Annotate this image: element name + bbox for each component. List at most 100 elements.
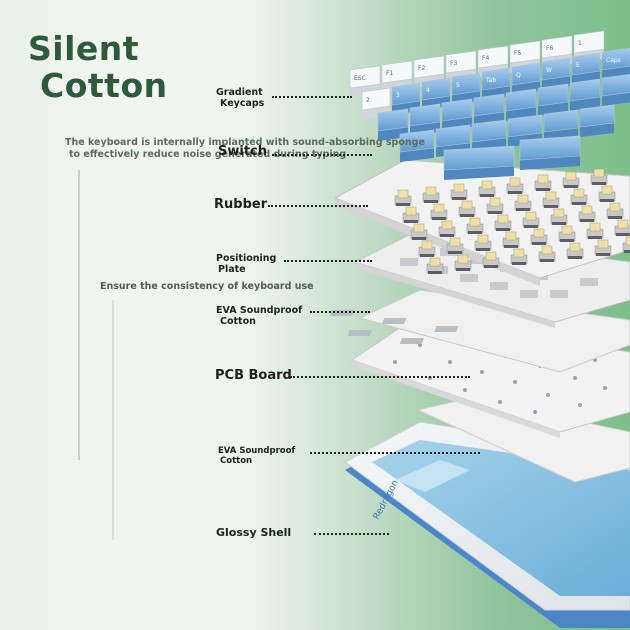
- title-line-1: Silent: [28, 29, 140, 68]
- keycap-legend: Tab: [485, 77, 496, 84]
- keycap: [537, 83, 569, 116]
- leader-eva-upper: [310, 311, 370, 313]
- keycap: [399, 129, 435, 162]
- keycap-legend: E: [576, 62, 580, 69]
- label-pcb-board: PCB Board: [215, 368, 292, 383]
- switch: [506, 177, 524, 194]
- switch: [594, 239, 612, 256]
- label-eva-upper-line-2: Cotton: [220, 316, 256, 327]
- keycap: [519, 135, 581, 170]
- leader-rubber: [268, 205, 368, 207]
- keycap: [443, 145, 515, 180]
- keycap-legend: 1: [578, 40, 582, 47]
- switch: [562, 171, 580, 188]
- switch: [478, 180, 496, 197]
- label-positioning-plate-line-1: Positioning: [216, 253, 277, 264]
- keycap-legend: 3: [396, 92, 400, 99]
- label-gradient-keycaps: Gradient Keycaps: [216, 87, 264, 109]
- switch: [494, 214, 512, 231]
- keycap-legend: F1: [386, 70, 393, 77]
- keycap-legend: F6: [546, 45, 553, 52]
- switch: [454, 254, 472, 271]
- keycap-legend: 2: [366, 97, 370, 104]
- keycap-legend: F5: [514, 50, 521, 57]
- label-eva-upper-line-1: EVA Soundproof: [216, 305, 303, 316]
- keycaps: ESC F1 F2 F3 F4 F5 F6 1 2 3 4 5 Tab Q W E Caps: [349, 30, 630, 180]
- label-eva-cotton-lower: EVA Soundproof Cotton: [218, 446, 295, 466]
- switch: [614, 219, 630, 236]
- switch: [422, 186, 440, 203]
- rubber-switch-layer: [333, 159, 630, 286]
- switch: [438, 220, 456, 237]
- switch: [534, 174, 552, 191]
- switch: [570, 188, 588, 205]
- switch: [586, 222, 604, 239]
- keycap: [579, 104, 615, 137]
- consistency-note: Ensure the consistency of keyboard use: [100, 281, 314, 292]
- switch: [522, 211, 540, 228]
- background-streak: [78, 170, 80, 460]
- keycap-legend: W: [546, 67, 552, 74]
- keycap-legend: Caps: [606, 57, 621, 64]
- label-eva-lower-line-1: EVA Soundproof: [218, 446, 296, 456]
- label-rubber: Rubber: [214, 197, 268, 212]
- switch: [578, 205, 596, 222]
- keycap-legend: 4: [426, 87, 430, 94]
- background-streak: [112, 300, 114, 540]
- keycap-legend: F2: [418, 65, 425, 72]
- switch: [466, 217, 484, 234]
- switch: [450, 183, 468, 200]
- switch: [598, 185, 616, 202]
- label-eva-lower-line-2: Cotton: [220, 456, 253, 466]
- leader-eva-lower: [310, 452, 480, 454]
- switch: [446, 237, 464, 254]
- leader-pcb: [290, 376, 470, 378]
- sponge-note-line-1: The keyboard is internally implanted wit…: [65, 137, 425, 148]
- keycap-legend: 5: [456, 82, 460, 89]
- keycap: [543, 109, 579, 142]
- switch: [622, 236, 630, 253]
- switch: [426, 257, 444, 274]
- keycap: [601, 73, 630, 106]
- keycap-legend: Q: [516, 72, 521, 79]
- switch: [606, 202, 624, 219]
- switch: [430, 203, 448, 220]
- switch: [542, 191, 560, 208]
- switch: [550, 208, 568, 225]
- switch: [486, 197, 504, 214]
- label-glossy-shell: Glossy Shell: [216, 526, 292, 539]
- switch: [538, 245, 556, 262]
- keycap-legend: F4: [482, 55, 489, 62]
- keycap-legend: F3: [450, 60, 457, 67]
- leader-shell: [314, 533, 389, 535]
- sponge-note: The keyboard is internally implanted wit…: [65, 137, 425, 161]
- label-gradient-keycaps-line-2: Keycaps: [220, 98, 265, 109]
- keycap: 2: [361, 87, 391, 120]
- switch: [514, 194, 532, 211]
- switch: [474, 234, 492, 251]
- keycap: [569, 78, 601, 111]
- switch: [402, 206, 420, 223]
- switch: [590, 168, 608, 185]
- page-title: Silent Cotton: [28, 30, 168, 104]
- leader-keycaps: [272, 96, 352, 98]
- label-positioning-plate: Positioning Plate: [216, 253, 276, 275]
- keycap-legend: ESC: [354, 75, 366, 82]
- sponge-note-line-2: to effectively reduce noise generated du…: [69, 149, 347, 160]
- switch: [482, 251, 500, 268]
- title-line-2: Cotton: [40, 66, 168, 105]
- switch: [458, 200, 476, 217]
- switch: [502, 231, 520, 248]
- switch: [566, 242, 584, 259]
- label-switch: Switch: [218, 144, 268, 159]
- leader-plate: [284, 260, 372, 262]
- label-eva-cotton-upper: EVA Soundproof Cotton: [216, 305, 302, 327]
- glossy-shell: Redragon: [344, 421, 630, 628]
- switch: [410, 223, 428, 240]
- switch: [394, 189, 412, 206]
- switch: [558, 225, 576, 242]
- label-gradient-keycaps-line-1: Gradient: [216, 87, 263, 98]
- switch: [530, 228, 548, 245]
